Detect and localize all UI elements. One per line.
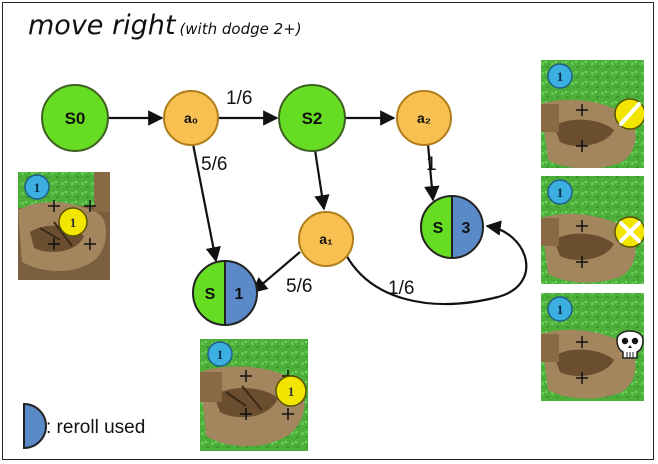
tile-right-mid: 1 bbox=[541, 176, 644, 284]
node-s1-right-label: 1 bbox=[235, 286, 244, 303]
tile-right-mid-blue-number: 1 bbox=[557, 185, 564, 200]
tile-right-top: 1 bbox=[541, 60, 644, 168]
node-s1-reroll: S 1 bbox=[192, 260, 258, 326]
tile-s0-yellow-number: 1 bbox=[70, 215, 77, 230]
edge-a2-s3 bbox=[424, 143, 440, 202]
node-a1-label: a₁ bbox=[319, 231, 333, 247]
tile-s0: 1 1 bbox=[18, 172, 110, 280]
tile-s0-yellow-badge: 1 bbox=[58, 207, 88, 237]
tile-s0-blue-number: 1 bbox=[34, 180, 41, 195]
tile-right-mid-blue-badge: 1 bbox=[547, 179, 573, 205]
node-s0-label: S0 bbox=[65, 109, 86, 128]
tile-s0-blue-badge: 1 bbox=[24, 174, 50, 200]
node-s0: S0 bbox=[41, 84, 109, 152]
node-s3-left-label: S bbox=[433, 220, 444, 237]
node-a2-label: a₂ bbox=[417, 110, 431, 126]
tile-right-bottom-blue-badge: 1 bbox=[547, 296, 573, 322]
label-a1-s1: 5/6 bbox=[286, 276, 312, 297]
title: move right(with dodge 2+) bbox=[28, 10, 302, 41]
edge-labels: 1/6 5/6 1 5/6 1/6 bbox=[201, 88, 437, 299]
tile-s1-blue-number: 1 bbox=[217, 347, 224, 362]
label-a0-s2: 1/6 bbox=[226, 88, 252, 109]
edge-s2-a1 bbox=[313, 149, 330, 211]
node-s2-label: S2 bbox=[302, 109, 323, 128]
legend: : reroll used bbox=[23, 402, 145, 450]
nodes: S0 a₀ S2 a₂ a₁ S 1 bbox=[41, 84, 484, 326]
tile-s1: 1 1 bbox=[200, 339, 308, 451]
x-marker-icon bbox=[614, 216, 644, 248]
title-main: move right bbox=[28, 10, 176, 41]
label-a2-s3: 1 bbox=[426, 154, 437, 175]
edges bbox=[108, 110, 528, 306]
tile-right-bottom-blue-number: 1 bbox=[557, 302, 564, 317]
skull-icon bbox=[616, 330, 644, 359]
slash-marker-icon bbox=[614, 98, 644, 130]
node-a0-label: a₀ bbox=[184, 110, 198, 126]
tile-s1-yellow-badge: 1 bbox=[275, 375, 307, 407]
node-s1-left-label: S bbox=[205, 286, 216, 303]
tile-right-bottom: 1 bbox=[541, 293, 644, 401]
tile-s1-blue-badge: 1 bbox=[207, 341, 233, 367]
tile-right-top-blue-badge: 1 bbox=[547, 63, 573, 89]
title-subtitle: (with dodge 2+) bbox=[179, 20, 302, 38]
label-a1-s3: 1/6 bbox=[388, 278, 414, 299]
legend-text: : reroll used bbox=[46, 417, 145, 438]
node-a1: a₁ bbox=[298, 211, 354, 267]
label-a0-s1: 5/6 bbox=[201, 154, 227, 175]
node-s3-reroll: S 3 bbox=[420, 195, 484, 259]
node-a0: a₀ bbox=[163, 90, 219, 146]
edge-a0-s1 bbox=[191, 143, 221, 263]
node-a2: a₂ bbox=[396, 90, 452, 146]
node-s3-right-label: 3 bbox=[462, 220, 471, 237]
tile-right-top-blue-number: 1 bbox=[557, 69, 564, 84]
node-s2: S2 bbox=[278, 84, 346, 152]
legend-reroll-half-icon bbox=[23, 402, 47, 450]
tile-s1-yellow-number: 1 bbox=[288, 384, 295, 399]
edge-a1-s3 bbox=[344, 220, 528, 306]
edge-a1-s1 bbox=[251, 251, 301, 293]
